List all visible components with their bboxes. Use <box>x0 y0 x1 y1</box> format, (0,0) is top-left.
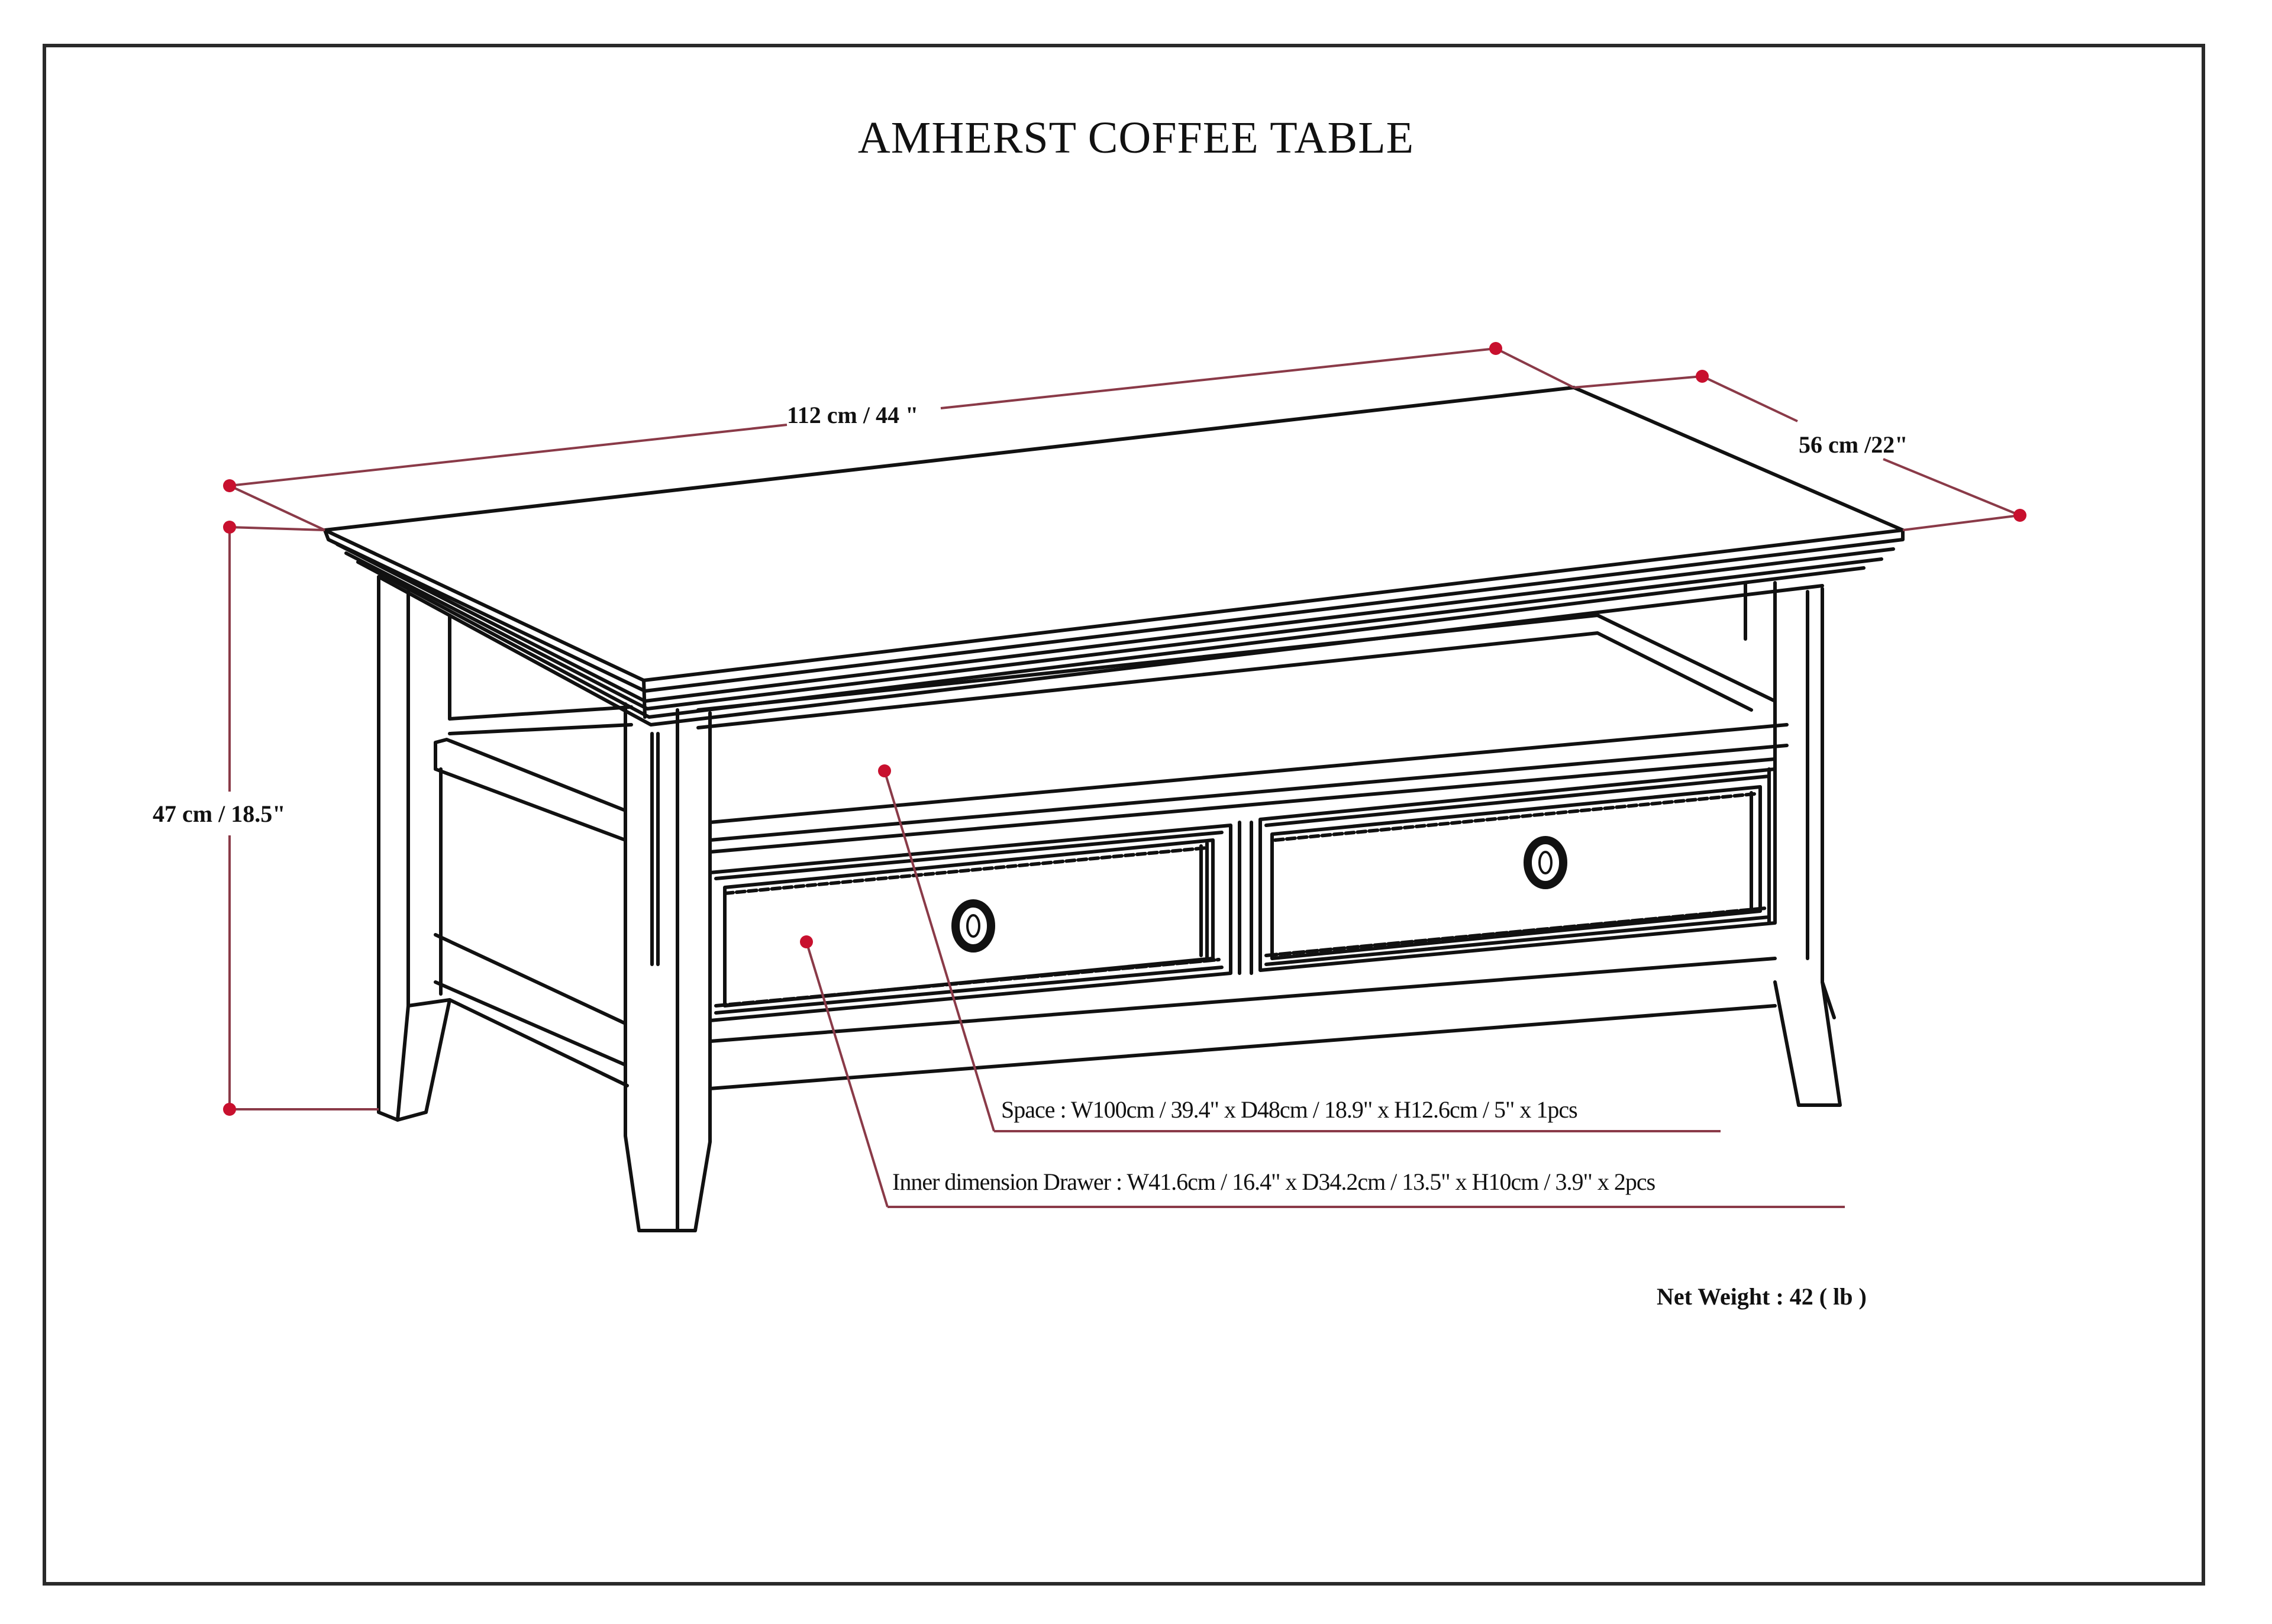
back-left-leg <box>377 575 451 1122</box>
back-right-leg <box>1744 581 1842 1107</box>
width-start-marker <box>223 479 236 492</box>
net-weight-label: Net Weight : 42 ( lb ) <box>1657 1283 1867 1310</box>
depth-start-marker <box>1696 370 1709 383</box>
drawer-left-knob <box>951 899 995 953</box>
drawing-frame <box>43 44 2205 1586</box>
depth-dimension-label: 56 cm /22" <box>1799 431 1908 458</box>
drawer-right-knob <box>1524 836 1567 889</box>
left-side-panel <box>434 738 629 1087</box>
front-bottom-rail <box>708 957 1777 1090</box>
drawer-callout-label: Inner dimension Drawer : W41.6cm / 16.4"… <box>892 1168 1655 1195</box>
drawer-left-front <box>708 821 1253 1022</box>
space-callout-marker <box>878 764 891 777</box>
space-callout-label: Space : W100cm / 39.4" x D48cm / 18.9" x… <box>1001 1096 1578 1123</box>
height-bottom-marker <box>223 1103 236 1116</box>
height-top-marker <box>223 521 236 534</box>
page-title: AMHERST COFFEE TABLE <box>857 113 1415 163</box>
dimension-markers <box>223 342 2026 1116</box>
drawer-callout-marker <box>800 935 813 948</box>
depth-end-marker <box>2013 509 2026 522</box>
drawer-right-front <box>1258 767 1777 972</box>
dimension-lines <box>228 347 2021 1208</box>
lower-shelf <box>448 614 1789 854</box>
tabletop <box>323 386 1905 727</box>
front-left-leg <box>624 702 712 1232</box>
height-dimension-label: 47 cm / 18.5" <box>153 800 286 827</box>
width-dimension-label: 112 cm / 44 " <box>787 402 919 428</box>
width-end-marker <box>1489 342 1502 355</box>
